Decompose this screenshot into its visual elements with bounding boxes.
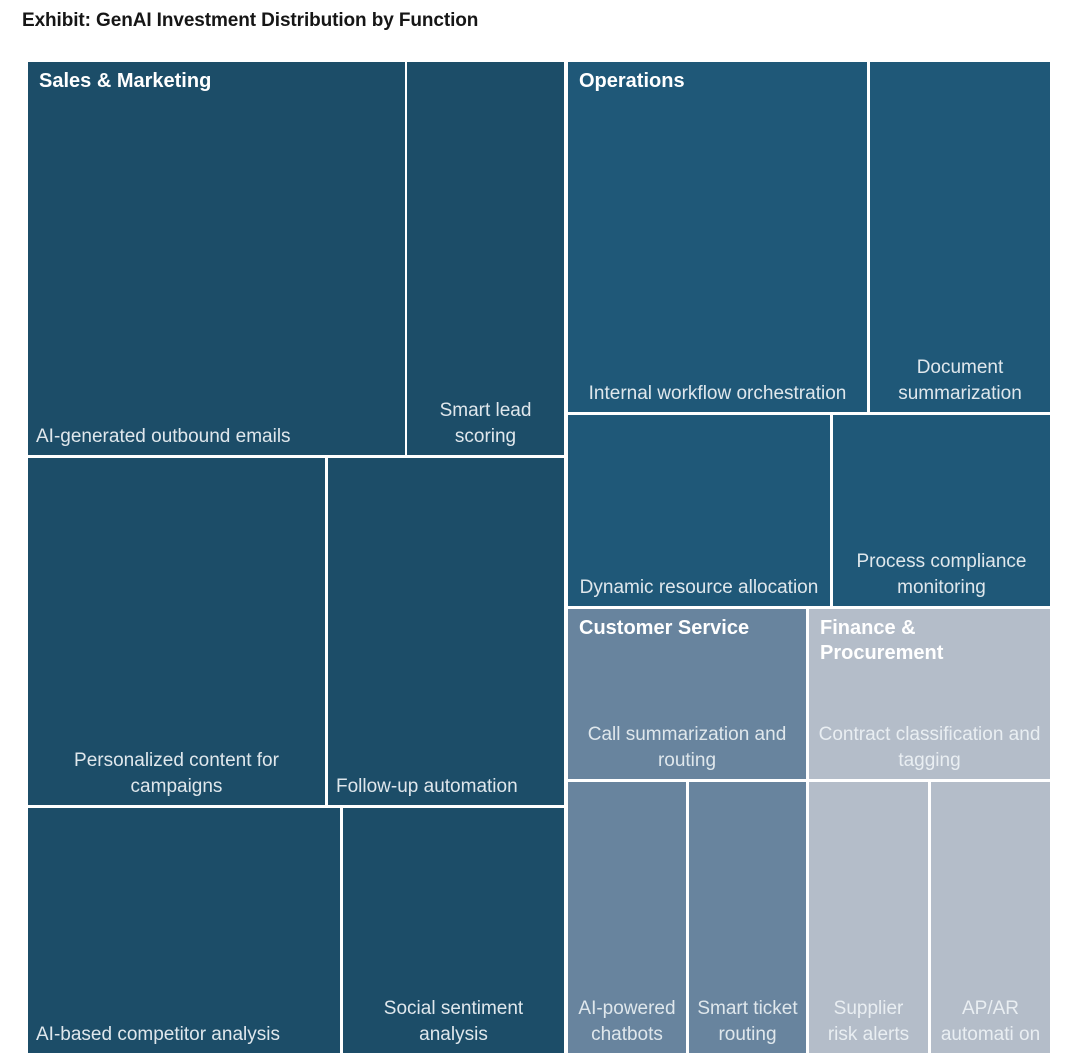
tile-label: AP/AR automati on — [940, 998, 1041, 1045]
tile-ai-powered-chatbots[interactable]: AI-powered chatbots — [568, 782, 686, 1053]
group-label-finance-procurement: Finance & Procurement — [820, 617, 944, 664]
tile-smart-lead-scoring[interactable]: Smart lead scoring — [407, 62, 564, 455]
tile-call-summarization-and-routing[interactable]: Customer Service Call summarization and … — [568, 609, 806, 779]
tile-follow-up-automation[interactable]: Follow-up automation — [328, 458, 564, 805]
group-label-customer-service: Customer Service — [579, 617, 750, 639]
tile-label: Call summarization and routing — [587, 724, 787, 771]
tile-label: Supplier risk alerts — [827, 998, 910, 1045]
tile-internal-workflow-orchestration[interactable]: Operations Internal workflow orchestrati… — [568, 62, 867, 412]
tile-social-sentiment-analysis[interactable]: Social sentiment analysis — [343, 808, 564, 1053]
page-title: Exhibit: GenAI Investment Distribution b… — [22, 10, 479, 31]
tile-label: AI-powered chatbots — [578, 998, 676, 1045]
tile-ai-generated-outbound-emails[interactable]: Sales & Marketing AI-generated outbound … — [28, 62, 405, 455]
tile-dynamic-resource-allocation[interactable]: Dynamic resource allocation — [568, 415, 830, 606]
tile-label: Internal workflow orchestration — [588, 382, 847, 404]
tile-supplier-risk-alerts[interactable]: Supplier risk alerts — [809, 782, 928, 1053]
tile-label: Social sentiment analysis — [383, 998, 524, 1045]
tile-personalized-content-for-campaigns[interactable]: Personalized content for campaigns — [28, 458, 325, 805]
tile-label: AI-generated outbound emails — [36, 425, 291, 447]
group-label-sales-marketing: Sales & Marketing — [39, 70, 212, 92]
tile-label: Smart lead scoring — [439, 400, 532, 447]
tile-label: Personalized content for campaigns — [74, 750, 279, 797]
tile-ai-based-competitor-analysis[interactable]: AI-based competitor analysis — [28, 808, 340, 1053]
tile-contract-classification-and-tagging[interactable]: Finance & Procurement Contract classific… — [809, 609, 1050, 779]
tile-smart-ticket-routing[interactable]: Smart ticket routing — [689, 782, 806, 1053]
tile-document-summarization[interactable]: Document summarization — [870, 62, 1050, 412]
tile-label: AI-based competitor analysis — [36, 1023, 280, 1045]
tile-ap-ar-automation[interactable]: AP/AR automati on — [931, 782, 1050, 1053]
tile-label: Follow-up automation — [336, 775, 518, 797]
tile-label: Smart ticket routing — [697, 998, 798, 1045]
tile-label: Contract classification and tagging — [818, 724, 1041, 771]
tile-label: Dynamic resource allocation — [579, 576, 819, 598]
tile-label: Process compliance monitoring — [856, 551, 1027, 598]
tile-label: Document summarization — [898, 357, 1022, 404]
group-label-operations: Operations — [579, 70, 685, 92]
tile-process-compliance-monitoring[interactable]: Process compliance monitoring — [833, 415, 1050, 606]
